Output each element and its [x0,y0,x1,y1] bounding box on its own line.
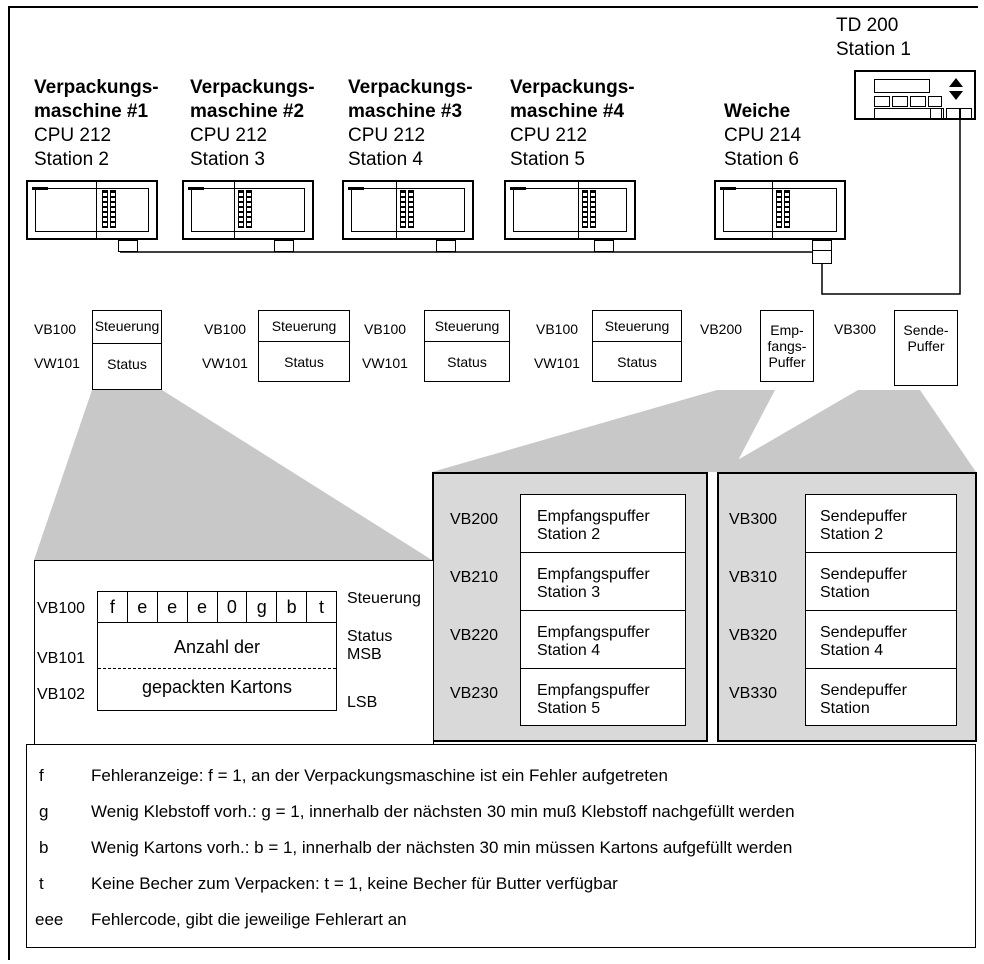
bit-cell: t [306,592,336,622]
send-row-addr: VB300 [729,511,778,528]
recv-row-addr: VB220 [450,627,499,644]
arrow-down-icon [949,91,963,100]
legend-key: eee [35,910,64,929]
connector-3 [436,240,456,252]
mem4-addr1: VB100 [536,321,579,337]
send-buffer-table: Sendepuffer Station 2 Sendepuffer Statio… [805,494,957,726]
legend-key: g [39,802,49,821]
bit-cell: 0 [216,592,247,622]
recv-buffer-box: Emp- fangs- Puffer [760,310,814,382]
send-row-addr: VB330 [729,685,778,702]
legend-key: f [39,766,44,785]
recv-row-addr: VB230 [450,685,499,702]
legend-box: f Fehleranzeige: f = 1, an der Verpackun… [26,744,976,948]
siemens-logo-icon [720,187,736,190]
mem2-addr2: VW101 [202,355,248,371]
bit-cell: f [109,597,115,617]
legend-text: Wenig Kartons vorh.: b = 1, innerhalb de… [91,838,793,857]
detail-vb100: VB100 [37,600,86,617]
cpu-unit-4 [504,180,636,240]
send-buffer-box: Sende- Puffer [894,310,958,386]
send-row-addr: VB310 [729,569,778,586]
td200-title: TD 200 [836,15,899,36]
bit-cell: b [276,592,306,622]
mem3-addr2: VW101 [362,355,408,371]
send-buffer-panel: VB300 VB310 VB320 VB330 Sendepuffer Stat… [717,472,977,742]
cpu-unit-3 [342,180,474,240]
bit-cell: g [246,592,276,622]
diagram-frame [8,6,978,960]
mem-box-4: Steuerung Status [592,310,682,382]
cpu-unit-1 [26,180,158,240]
mem-box-1: Steuerung Status [92,310,162,390]
connector-4 [594,240,614,252]
connector-2 [274,240,294,252]
mem3-addr1: VB100 [364,321,407,337]
legend-key: b [39,838,49,857]
zoom-wedge-send [717,390,976,472]
cpu-unit-2 [182,180,314,240]
send-row-addr: VB320 [729,627,778,644]
legend-text: Fehleranzeige: f = 1, an der Verpackungs… [91,766,668,785]
bit-cell: e [186,592,217,622]
bit-cell: e [156,592,187,622]
connector-5b [812,250,832,264]
legend-key: t [39,874,44,893]
zoom-wedge-status [34,390,432,560]
recv-row-addr: VB200 [450,511,499,528]
send-addr: VB300 [834,321,877,337]
td200-display [854,70,976,120]
detail-vb101: VB101 [37,650,86,667]
legend-text: Fehlercode, gibt die jeweilige Fehlerart… [91,910,407,929]
td200-cable [821,120,961,295]
bit-cell: e [126,592,157,622]
recv-row-addr: VB210 [450,569,499,586]
recv-addr: VB200 [700,321,743,337]
siemens-logo-icon [188,187,204,190]
recv-buffer-table: Empfangspuffer Station 2 Empfangspuffer … [520,494,686,726]
mem2-addr1: VB100 [204,321,247,337]
detail-msb: MSB [347,646,382,663]
recv-buffer-panel: VB200 VB210 VB220 VB230 Empfangspuffer S… [432,472,708,742]
mem-box-2: Steuerung Status [258,310,350,382]
detail-lsb: LSB [347,694,378,711]
siemens-logo-icon [32,187,48,190]
mem1-addr1: VB100 [34,321,77,337]
mem-box-3: Steuerung Status [424,310,510,382]
td200-station: Station 1 [836,39,911,60]
connector-1 [118,240,138,252]
cpu-unit-5 [714,180,846,240]
count-line-2: gepackten Kartons [141,677,293,697]
mem1-addr2: VW101 [34,355,80,371]
arrow-up-icon [949,78,963,87]
count-line-1: Anzahl der [173,637,261,657]
mem4-addr2: VW101 [534,355,580,371]
detail-steuerung: Steuerung [347,590,421,607]
zoom-wedge-recv [432,390,775,472]
legend-text: Keine Becher zum Verpacken: t = 1, keine… [91,874,618,893]
detail-status: Status [347,628,393,645]
siemens-logo-icon [510,187,526,190]
legend-text: Wenig Klebstoff vorh.: g = 1, innerhalb … [91,802,795,821]
siemens-logo-icon [348,187,364,190]
detail-vb102: VB102 [37,686,86,703]
